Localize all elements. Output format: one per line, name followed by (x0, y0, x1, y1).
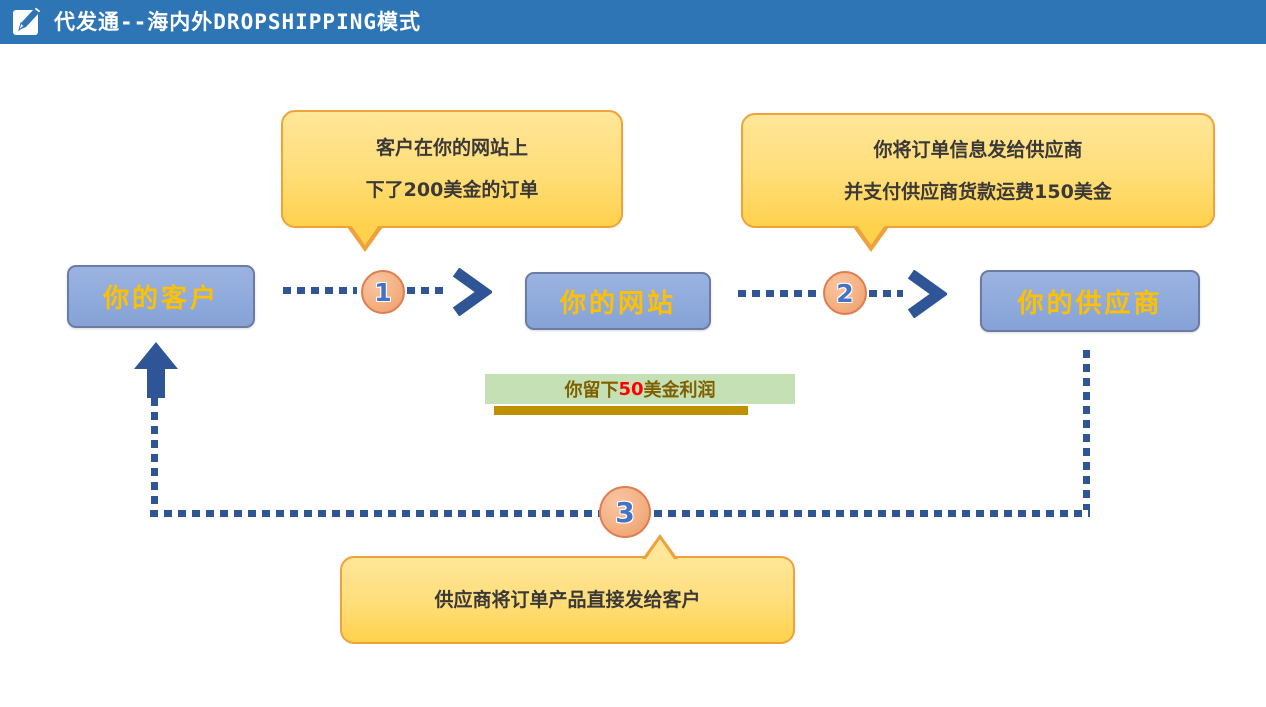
step-circle-2: 2 (823, 271, 867, 315)
profit-suffix: 美金利润 (643, 380, 716, 401)
dashed-line-up-to-customer (151, 398, 158, 510)
step-circle-3: 3 (599, 486, 651, 538)
step-circle-1: 1 (361, 270, 405, 314)
profit-prefix: 你留下 (564, 380, 619, 401)
dashed-line-step1-to-arrow (407, 287, 447, 294)
step-number: 2 (836, 278, 854, 308)
node-customer-label: 你的客户 (102, 284, 219, 314)
dashed-line-step2-to-arrow (869, 290, 903, 297)
callout-step2: 你将订单信息发给供应商 并支付供应商货款运费150美金 (741, 113, 1215, 252)
node-website-label: 你的网站 (559, 288, 676, 319)
node-supplier-label: 你的供应商 (1017, 288, 1163, 319)
callout-step3: 供应商将订单产品直接发给客户 (340, 534, 795, 644)
dashed-line-website-to-step2 (738, 290, 820, 297)
slide-header: 代发通--海内外DROPSHIPPING模式 (0, 0, 1266, 44)
step-number: 3 (615, 495, 635, 529)
callout-step2-line2: 并支付供应商货款运费150美金 (844, 181, 1112, 203)
dashed-line-supplier-down (1083, 350, 1090, 510)
arrow-up-icon (134, 342, 178, 402)
slide-title: 代发通--海内外DROPSHIPPING模式 (54, 10, 422, 34)
chevron-right-icon (905, 269, 949, 322)
node-supplier: 你的供应商 (980, 270, 1200, 332)
profit-amount: 50 (618, 378, 644, 400)
gold-underline-bar (494, 406, 748, 415)
edit-pencil-icon (10, 5, 44, 39)
callout-step1-line1: 客户在你的网站上 (375, 137, 528, 159)
node-customer: 你的客户 (67, 265, 255, 328)
callout-step2-line1: 你将订单信息发给供应商 (873, 139, 1083, 161)
callout-step1: 客户在你的网站上 下了200美金的订单 (281, 110, 623, 252)
chevron-right-icon (450, 267, 494, 320)
dashed-line-customer-to-step1 (283, 287, 357, 294)
node-website: 你的网站 (525, 272, 711, 330)
step-number: 1 (374, 277, 392, 307)
callout-step3-line1: 供应商将订单产品直接发给客户 (434, 589, 701, 611)
callout-step1-line2: 下了200美金的订单 (365, 179, 539, 201)
